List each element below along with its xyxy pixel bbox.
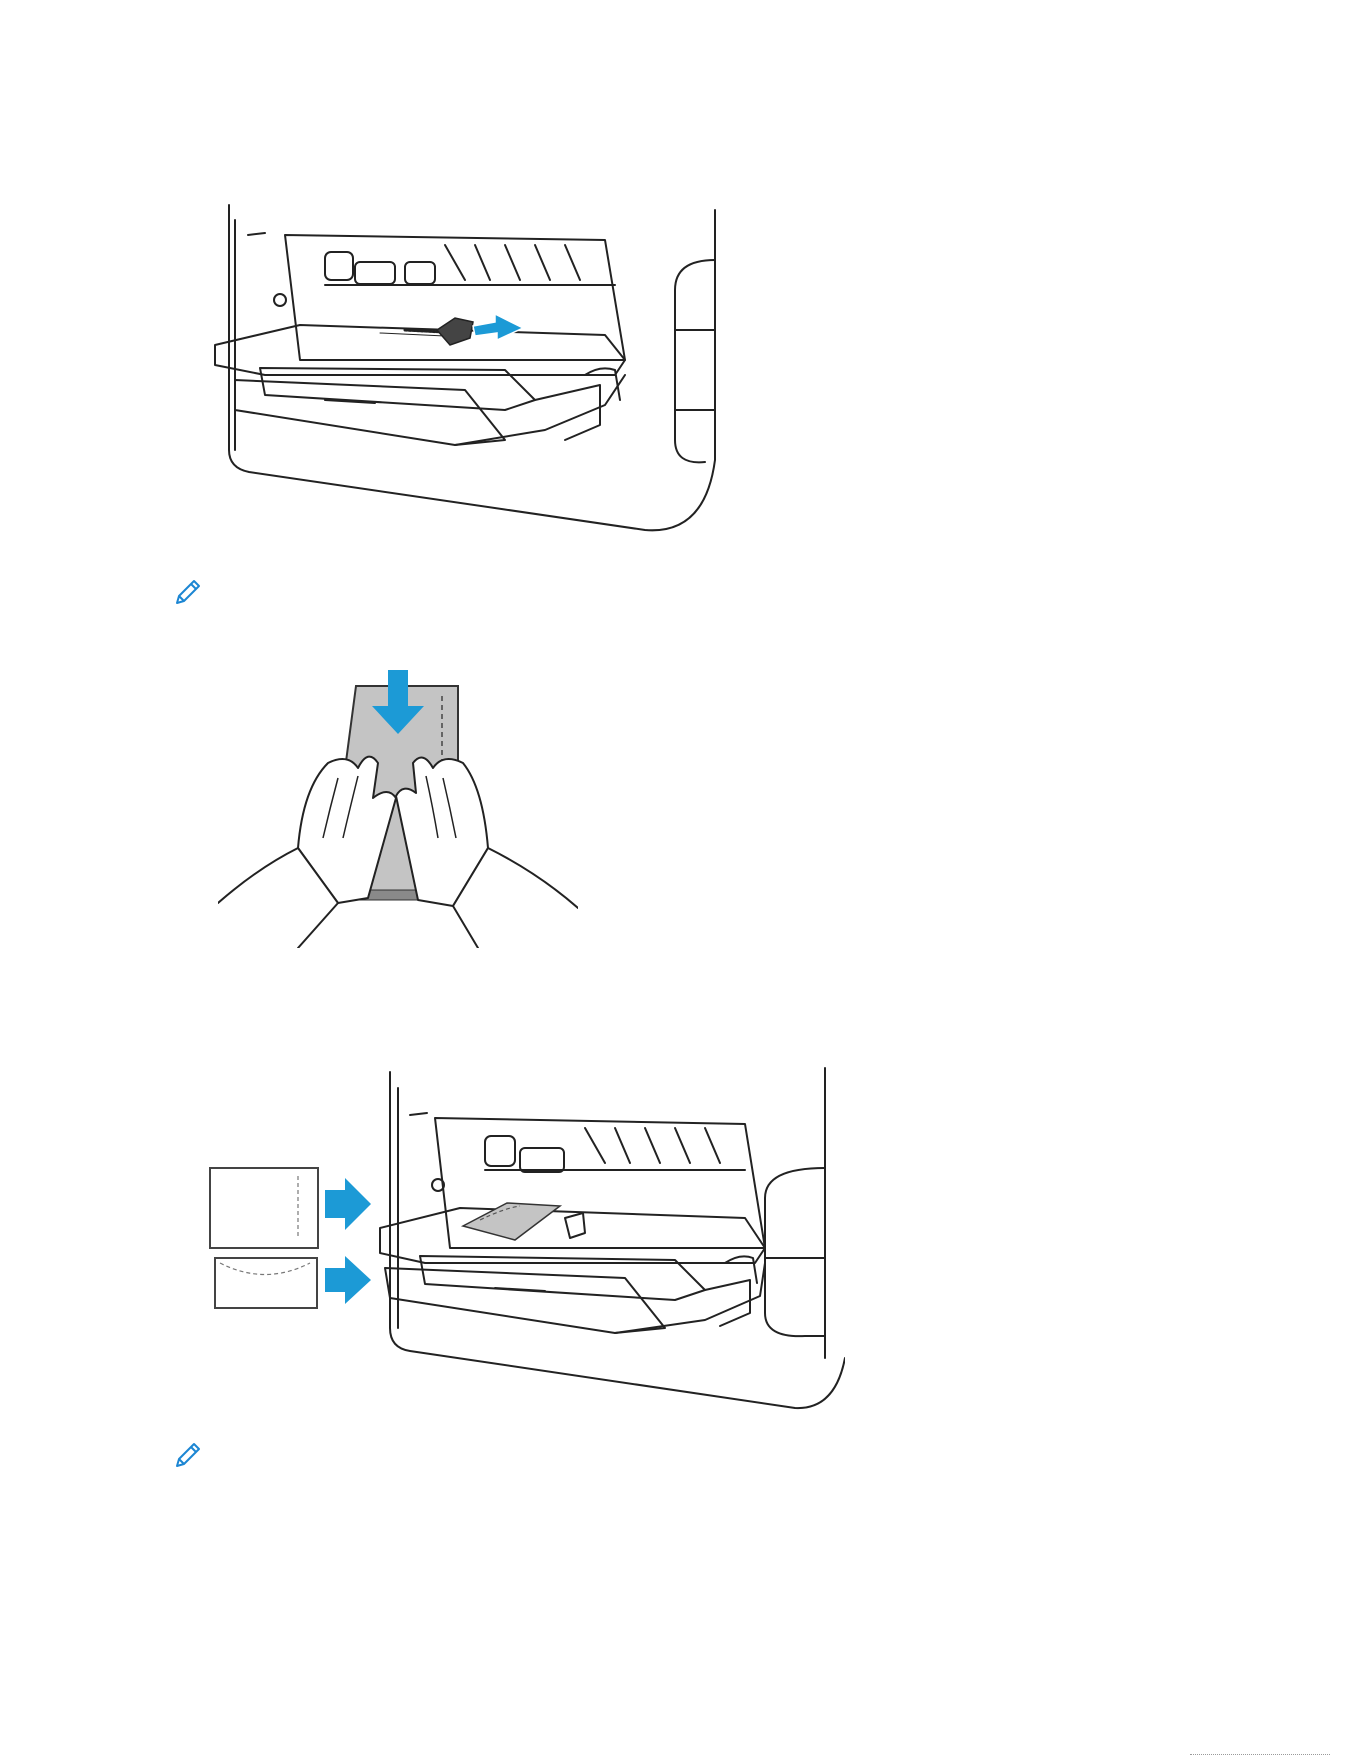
pencil-note-icon [173,1440,203,1470]
pencil-note-icon [173,577,203,607]
envelope-stack-hands-illustration [218,668,578,948]
footer-dotted-rule [1190,1754,1330,1755]
printer-envelope-loading-illustration [205,1058,845,1418]
printer-bypass-tray-guide-illustration [205,200,725,540]
